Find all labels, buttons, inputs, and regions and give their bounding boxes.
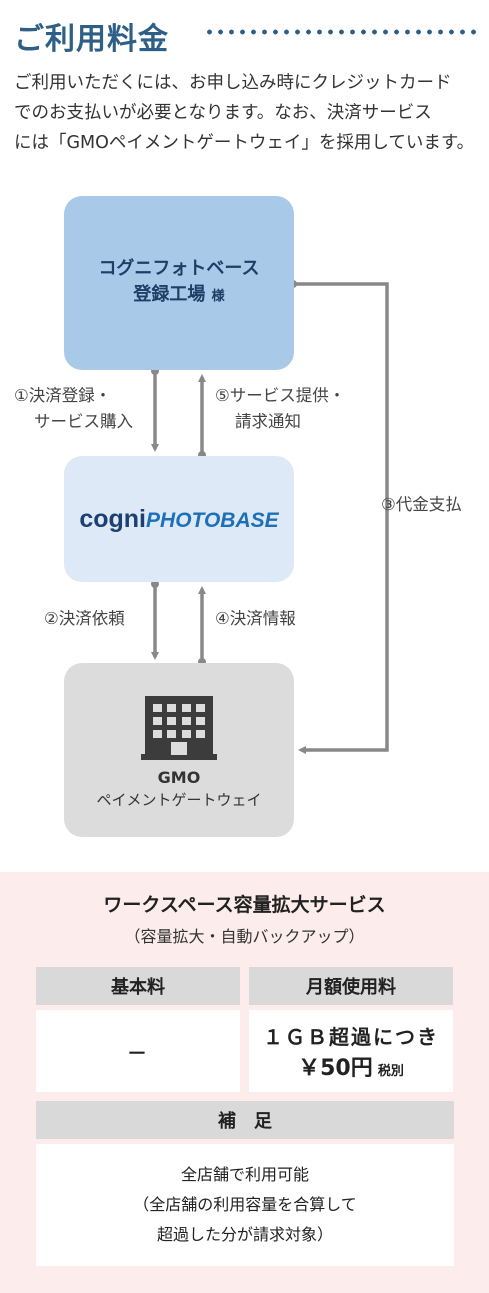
customer-box: コグニフォトベース 登録工場 様	[64, 196, 294, 370]
step4-label: ④決済情報	[215, 609, 296, 628]
step5-label: ⑤サービス提供・ 請求通知	[215, 383, 345, 435]
step3-label: ③代金支払	[381, 495, 462, 514]
title-dotted-line	[204, 28, 482, 36]
logo-photobase: PHOTOBASE	[146, 509, 279, 532]
monthly-price: ￥50円	[298, 1055, 373, 1081]
supplement-line: 超過した分が請求対象）	[156, 1225, 333, 1244]
header-monthly-fee: 月額使用料	[249, 967, 453, 1005]
cogni-photobase-logo: cogniPHOTOBASE	[79, 504, 278, 534]
monthly-price-row: ￥50円 税別	[298, 1050, 404, 1082]
base-fee-value: －	[36, 1010, 240, 1092]
tax-note: 税別	[377, 1063, 404, 1079]
customer-type: 登録工場	[133, 284, 206, 305]
step1-label: ①決済登録・ サービス購入	[14, 383, 133, 435]
step1-line2: サービス購入	[34, 412, 133, 431]
step5-line2: 請求通知	[235, 412, 301, 431]
monthly-fee-value: １ＧＢ超過につき ￥50円 税別	[249, 1010, 453, 1092]
intro-text: ご利用いただくには、お申し込み時にクレジットカード でのお支払いが必要となります…	[14, 68, 484, 158]
header-base-fee: 基本料	[36, 967, 240, 1005]
intro-line: には「GMOペイメントゲートウェイ」を採用しています。	[14, 133, 475, 153]
cogni-photobase-box: cogniPHOTOBASE	[64, 456, 294, 582]
pricing-title: ワークスペース容量拡大サービス	[103, 894, 386, 916]
honorific: 様	[211, 289, 225, 304]
customer-subtitle: 登録工場 様	[133, 282, 224, 310]
logo-cogni: cogni	[79, 505, 147, 533]
office-building-icon	[141, 696, 217, 760]
supplement-line: （全店舗の利用容量を合算して	[133, 1195, 357, 1214]
step2-label: ②決済依頼	[44, 609, 125, 628]
step5-line1: ⑤サービス提供・	[215, 386, 346, 405]
monthly-condition: １ＧＢ超過につき	[263, 1024, 439, 1049]
section-header: ご利用料金	[14, 10, 484, 58]
step1-line1: ①決済登録・	[14, 386, 112, 405]
arrow-step3	[291, 282, 389, 754]
supplement-body: 全店舗で利用可能 （全店舗の利用容量を合算して 超過した分が請求対象）	[36, 1144, 454, 1266]
gmo-subtitle: ペイメントゲートウェイ	[96, 791, 262, 809]
base-fee-text: －	[127, 1040, 149, 1065]
intro-line: ご利用いただくには、お申し込み時にクレジットカード	[14, 73, 452, 93]
section-title: ご利用料金	[14, 22, 169, 57]
supplement-line: 全店舗で利用可能	[180, 1165, 309, 1184]
customer-name: コグニフォトベース	[98, 258, 260, 279]
gmo-name: GMO	[157, 768, 201, 787]
intro-line: でのお支払いが必要となります。なお、決済サービス	[14, 103, 432, 123]
supplement-header: 補 足	[36, 1101, 454, 1139]
pricing-subtitle: （容量拡大・自動バックアップ）	[124, 927, 365, 946]
gmo-box: GMO ペイメントゲートウェイ	[64, 663, 294, 837]
